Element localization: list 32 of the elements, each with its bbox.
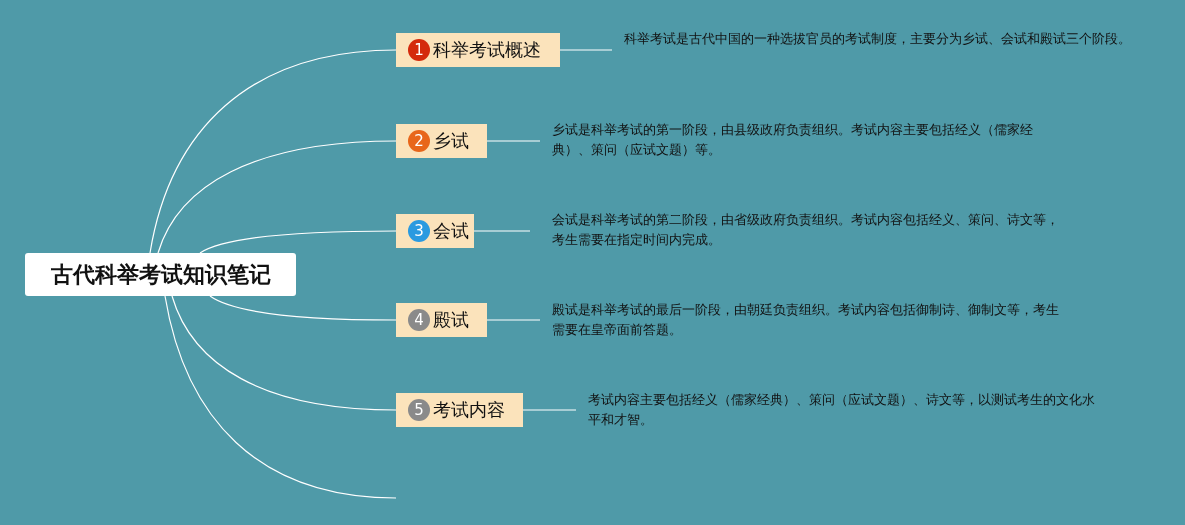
topic-title: 会试 [433, 219, 469, 243]
connector-line [171, 295, 397, 411]
topic-box [396, 393, 523, 427]
connector-line [559, 49, 613, 51]
topic-title: 考试内容 [433, 398, 505, 422]
number-badge: 3 [408, 220, 430, 242]
topic-box [396, 214, 474, 248]
connector-line [486, 319, 541, 321]
connector-line [209, 295, 397, 321]
topic-box [396, 124, 487, 158]
description-text: 会试是科举考试的第二阶段，由省级政府负责组织。考试内容包括经义、策问、诗文等，考生需要在指定时间内完成。 [530, 210, 1060, 252]
description-text: 殿试是科举考试的最后一阶段，由朝廷负责组织。考试内容包括御制诗、御制文等，考生需要在皇帝面前答题。 [540, 300, 1060, 342]
connector-line [486, 140, 541, 142]
topic-box [396, 33, 560, 67]
topic-box [396, 303, 487, 337]
connector-line [157, 140, 397, 254]
description-text: 乡试是科举考试的第一阶段，由县级政府负责组织。考试内容主要包括经义（儒家经典）、策问（应试文题）等。 [540, 120, 1060, 162]
number-badge: 4 [408, 309, 430, 331]
topic-title: 科举考试概述 [433, 38, 541, 62]
connector-line [473, 230, 531, 232]
connector-line [199, 230, 397, 254]
description-text: 考试内容主要包括经义（儒家经典）、策问（应试文题）、诗文等，以测试考生的文化水平和才智。 [576, 390, 1096, 432]
topic-title: 乡试 [433, 129, 469, 153]
connector-line [164, 295, 397, 499]
number-badge: 5 [408, 399, 430, 421]
connector-line [149, 49, 397, 254]
description-text: 科举考试是古代中国的一种选拔官员的考试制度，主要分为乡试、会试和殿试三个阶段。 [612, 29, 1152, 71]
number-badge: 2 [408, 130, 430, 152]
number-badge: 1 [408, 39, 430, 61]
topic-title: 殿试 [433, 308, 469, 332]
title-box: 古代科举考试知识笔记 [25, 253, 296, 296]
connector-line [522, 409, 577, 411]
